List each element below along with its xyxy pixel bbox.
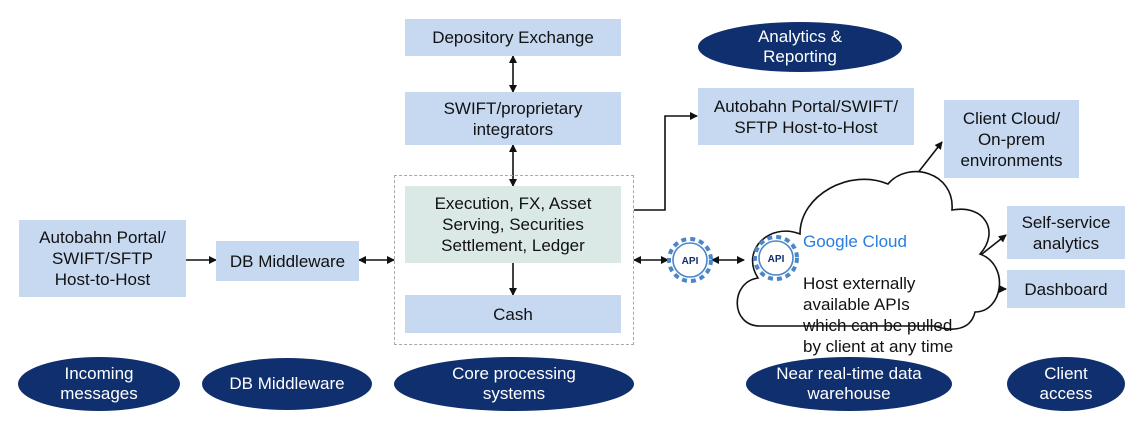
category-data-warehouse: Near real-time data warehouse (746, 357, 952, 411)
arrow-core-outgoing (634, 112, 698, 211)
db-middleware-box: DB Middleware (216, 241, 359, 281)
cloud-description-text: Host externally available APIs which can… (803, 274, 954, 356)
cloud-api-gear-icon: API (753, 235, 799, 281)
client-cloud-box: Client Cloud/ On-prem environments (944, 100, 1079, 178)
outgoing-portal-box: Autobahn Portal/SWIFT/ SFTP Host-to-Host (698, 88, 914, 145)
cloud-shape (736, 170, 1001, 330)
cash-box: Cash (405, 295, 621, 333)
cloud-api-icon-label: API (768, 254, 785, 265)
category-incoming-messages: Incoming messages (18, 357, 180, 411)
cloud-description: Google Cloud Host externally available A… (803, 210, 973, 378)
api-icon-label: API (682, 256, 699, 267)
core-processing-box: Execution, FX, Asset Serving, Securities… (405, 186, 621, 263)
category-core-processing: Core processing systems (394, 357, 634, 411)
api-gear-icon: API (667, 237, 713, 283)
swift-integrators-box: SWIFT/proprietary integrators (405, 92, 621, 145)
category-db-middleware: DB Middleware (202, 358, 372, 410)
category-client-access: Client access (1007, 357, 1125, 411)
core-processing-container (394, 175, 634, 345)
google-cloud-label: Google Cloud (803, 232, 907, 251)
dashboard-box: Dashboard (1007, 270, 1125, 308)
depository-exchange-box: Depository Exchange (405, 19, 621, 56)
self-service-analytics-box: Self-service analytics (1007, 206, 1125, 259)
category-analytics-reporting: Analytics & Reporting (698, 22, 902, 72)
incoming-portal-box: Autobahn Portal/ SWIFT/SFTP Host-to-Host (19, 220, 186, 297)
